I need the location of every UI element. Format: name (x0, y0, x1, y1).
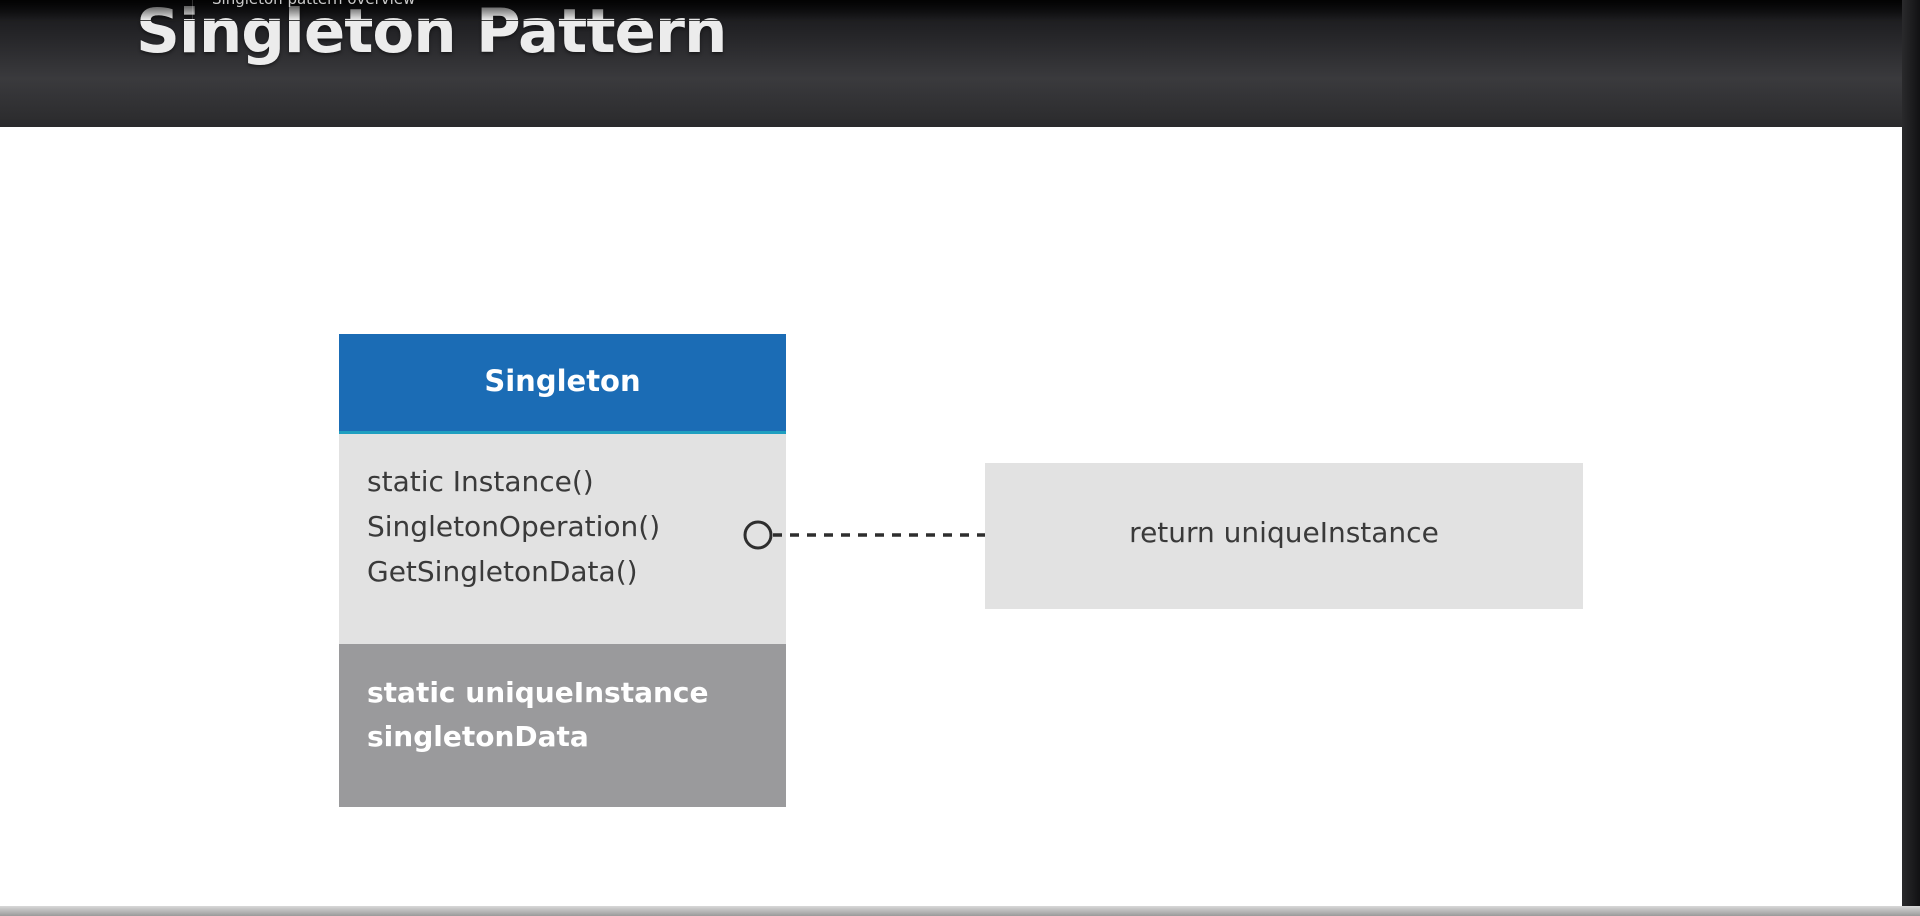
uml-operation: static Instance() (367, 465, 594, 498)
overlay-divider (192, 0, 193, 20)
uml-class-header: Singleton (339, 334, 786, 434)
note-box: return uniqueInstance (985, 463, 1583, 609)
uml-operations-section: static Instance() SingletonOperation() G… (339, 434, 786, 644)
right-edge-strip (1902, 0, 1920, 916)
note-anchor-circle (743, 520, 773, 550)
uml-attribute: static uniqueInstance (367, 676, 709, 709)
uml-class-name: Singleton (484, 364, 641, 398)
uml-attribute: singletonData (367, 720, 589, 753)
video-title-text: Singleton pattern overview (212, 0, 415, 8)
uml-class-box: Singleton static Instance() SingletonOpe… (339, 334, 786, 807)
title-band: Singleton Pattern Singleton pattern over… (0, 0, 1920, 127)
note-text: return uniqueInstance (1129, 516, 1439, 549)
uml-operation: GetSingletonData() (367, 555, 638, 588)
note-connector (743, 520, 985, 550)
bottom-edge-strip (0, 906, 1920, 916)
uml-operation: SingletonOperation() (367, 510, 661, 543)
uml-attributes-section: static uniqueInstance singletonData (339, 644, 786, 807)
video-title-overlay: Singleton pattern overview (0, 0, 1920, 21)
